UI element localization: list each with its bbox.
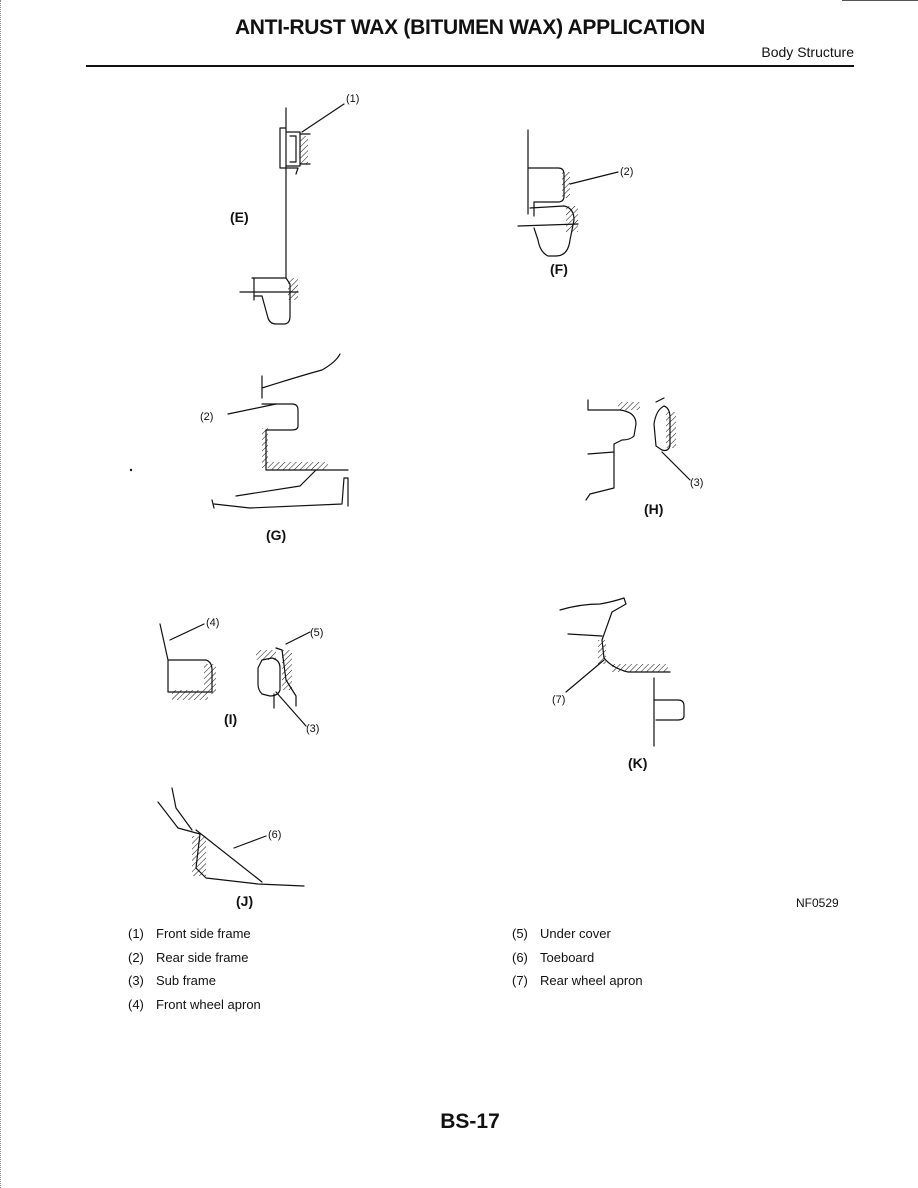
callout-h-3: (3) [690, 477, 703, 489]
figure-f: (2) (F) [517, 129, 633, 277]
callout-i-4: (4) [206, 617, 219, 629]
figure-g: (2) (G) [129, 353, 349, 543]
figure-k: (7) (K) [552, 597, 685, 771]
callout-k-7: (7) [552, 694, 565, 706]
legend-item: (7)Rear wheel apron [512, 973, 643, 988]
figure-e: (1) (E) [230, 93, 359, 325]
legend-item: (6)Toeboard [512, 949, 595, 965]
figure-label-h: (H) [644, 501, 663, 517]
figure-label-k: (K) [628, 755, 647, 771]
legend-item: (2)Rear side frame [128, 949, 249, 965]
callout-j-6: (6) [268, 829, 281, 841]
figure-h: (3) (H) [585, 397, 703, 517]
page-title: ANTI-RUST WAX (BITUMEN WAX) APPLICATION [234, 16, 706, 39]
legend-item: (1)Front side frame [128, 926, 251, 941]
figure-i: (4) (5) (3) (I) [159, 617, 323, 735]
callout-g-2: (2) [200, 411, 213, 423]
figure-label-g: (G) [266, 527, 286, 543]
page-number: BS-17 [440, 1110, 500, 1133]
figure-label-j: (J) [236, 893, 253, 909]
callout-e-1: (1) [346, 93, 359, 105]
figure-j: (6) (J) [157, 787, 305, 909]
figure-label-e: (E) [230, 209, 249, 225]
corner-mark [842, 0, 918, 1]
scan-edge [0, 0, 4, 1188]
figure-code: NF0529 [796, 896, 839, 910]
legend-item: (3)Sub frame [128, 973, 216, 988]
section-name: Body Structure [761, 44, 854, 60]
figure-label-i: (I) [224, 711, 237, 727]
legend-right: (5)Under cover (6)Toeboard (7)Rear wheel… [512, 922, 643, 993]
legend-item: (4)Front wheel apron [128, 996, 261, 1012]
legend-item: (5)Under cover [512, 926, 611, 941]
header-rule [86, 65, 854, 67]
callout-i-3: (3) [306, 723, 319, 735]
figure-label-f: (F) [550, 261, 568, 277]
callout-i-5: (5) [310, 627, 323, 639]
callout-f-2: (2) [620, 166, 633, 178]
legend-left: (1)Front side frame (2)Rear side frame (… [128, 922, 261, 1016]
